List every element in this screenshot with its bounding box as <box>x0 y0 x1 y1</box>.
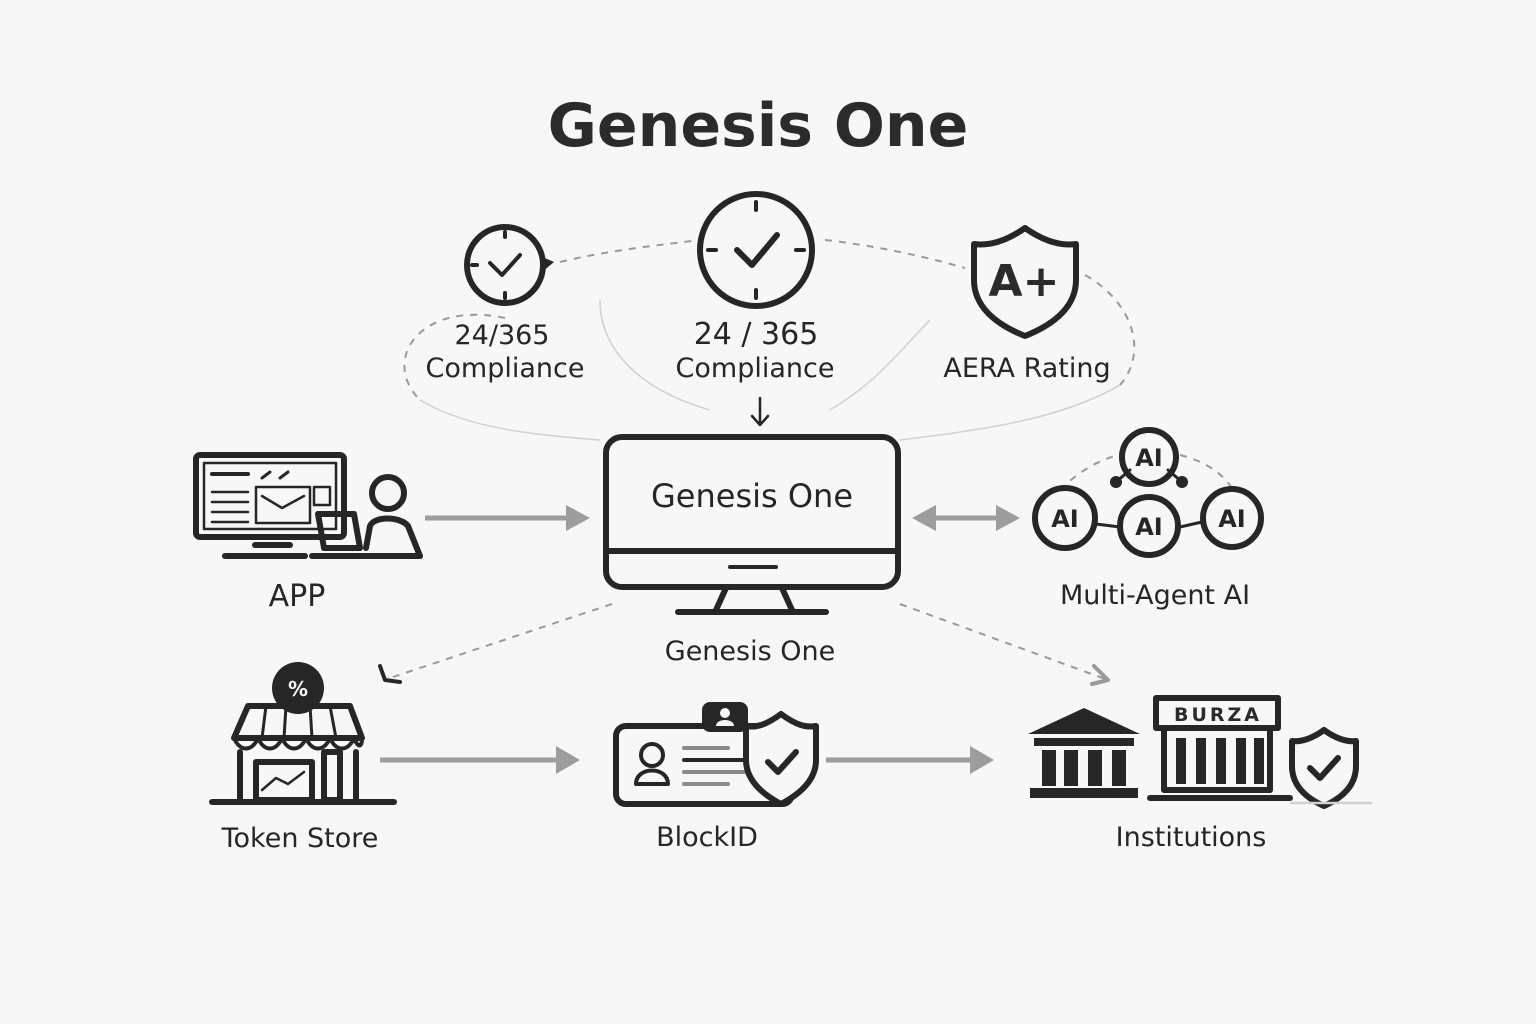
ai-node-left: AI <box>1051 505 1079 533</box>
core-screen-text: Genesis One <box>651 477 853 515</box>
ai-node-right: AI <box>1218 505 1246 533</box>
dashed-arrowhead-left <box>378 664 402 684</box>
diagram-title: Genesis One <box>548 91 969 161</box>
flow-blockid-to-institutions <box>826 746 994 774</box>
store-badge: % <box>288 677 308 701</box>
ai-node-center: AI <box>1135 513 1163 541</box>
desktop-user-icon <box>193 452 423 559</box>
institutions-sign: BURZA <box>1174 704 1262 726</box>
flow-app-to-core <box>425 505 590 531</box>
monitor-icon <box>603 434 901 615</box>
bank-icon <box>1028 708 1140 798</box>
shield-icon: A+ <box>971 225 1079 339</box>
flow-core-ai-bidirectional <box>912 505 1020 531</box>
id-card-shield-icon <box>613 702 819 807</box>
flow-store-to-blockid <box>380 746 580 774</box>
institutions-label: Institutions <box>1116 822 1267 853</box>
shield-check-icon <box>1289 727 1372 809</box>
clock-refresh-icon <box>464 224 554 306</box>
blockid-label: BlockID <box>656 822 758 853</box>
clock-check-icon <box>697 191 815 309</box>
compliance-center-line1: 24 / 365 <box>694 317 819 352</box>
rating-badge: A+ <box>989 256 1060 307</box>
token-store-label: Token Store <box>221 823 379 854</box>
compliance-left-line1: 24/365 <box>455 320 550 351</box>
down-arrow-icon <box>750 396 770 427</box>
rating-label: AERA Rating <box>943 353 1110 384</box>
ai-node-top: AI <box>1135 444 1163 472</box>
app-label: APP <box>269 579 326 614</box>
multi-agent-label: Multi-Agent AI <box>1060 580 1250 611</box>
network-icon: AI AI AI AI <box>1032 427 1264 558</box>
storefront-icon: % <box>209 662 397 805</box>
dashed-arrowhead-right <box>1090 664 1110 686</box>
core-label: Genesis One <box>665 636 835 667</box>
orbit-lines <box>389 239 1136 681</box>
compliance-left-line2: Compliance <box>426 353 585 384</box>
compliance-center-line2: Compliance <box>676 353 835 384</box>
stock-exchange-building-icon: BURZA <box>1147 695 1293 801</box>
